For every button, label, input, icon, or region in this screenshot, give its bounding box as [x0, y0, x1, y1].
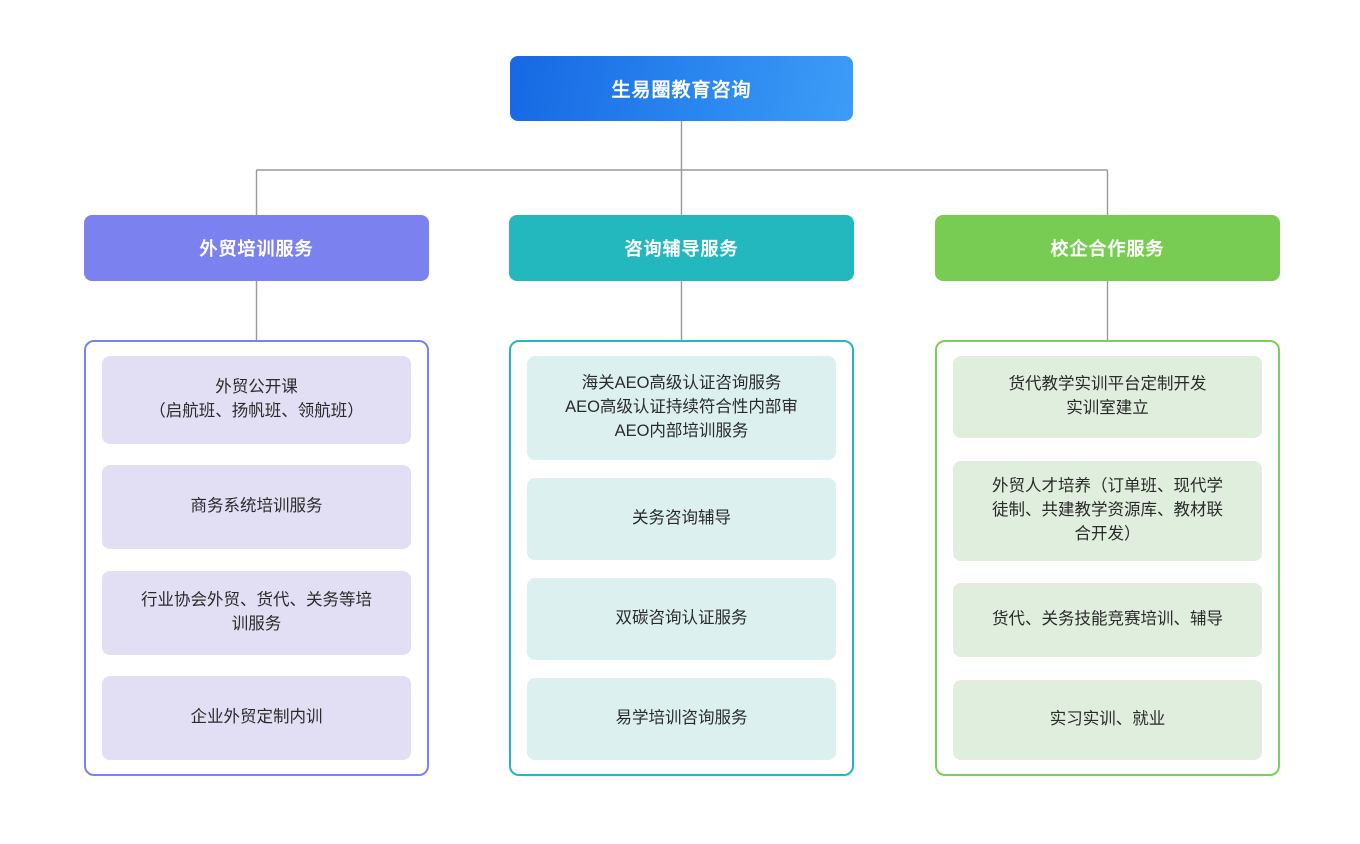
branch-header-label: 咨询辅导服务	[624, 239, 739, 259]
list-item[interactable]: 货代教学实训平台定制开发 实训室建立	[953, 356, 1262, 438]
list-item[interactable]: 关务咨询辅导	[527, 478, 836, 560]
branch-header-foreign-trade-training[interactable]: 外贸培训服务	[84, 215, 429, 281]
branch-header-label: 外贸培训服务	[199, 239, 314, 259]
root-node-label: 生易圈教育咨询	[611, 80, 752, 101]
list-item[interactable]: 外贸公开课 （启航班、扬帆班、领航班）	[102, 356, 411, 444]
branch-header-school-enterprise-cooperation[interactable]: 校企合作服务	[935, 215, 1280, 281]
branch-body-consulting-tutoring: 海关AEO高级认证咨询服务 AEO高级认证持续符合性内部审 AEO内部培训服务 …	[509, 340, 854, 776]
branch-body-foreign-trade-training: 外贸公开课 （启航班、扬帆班、领航班） 商务系统培训服务 行业协会外贸、货代、关…	[84, 340, 429, 776]
list-item[interactable]: 行业协会外贸、货代、关务等培 训服务	[102, 570, 411, 655]
list-item[interactable]: 货代、关务技能竞赛培训、辅导	[953, 583, 1262, 658]
branch-column-consulting-tutoring: 咨询辅导服务 海关AEO高级认证咨询服务 AEO高级认证持续符合性内部审 AEO…	[509, 215, 854, 776]
list-item[interactable]: 商务系统培训服务	[102, 465, 411, 550]
list-item[interactable]: 实习实训、就业	[953, 679, 1262, 760]
branch-header-label: 校企合作服务	[1050, 239, 1165, 259]
list-item[interactable]: 外贸人才培养（订单班、现代学 徒制、共建教学资源库、教材联 合开发）	[953, 460, 1262, 561]
list-item[interactable]: 双碳咨询认证服务	[527, 578, 836, 660]
branch-column-foreign-trade-training: 外贸培训服务 外贸公开课 （启航班、扬帆班、领航班） 商务系统培训服务 行业协会…	[84, 215, 429, 776]
branch-column-school-enterprise-cooperation: 校企合作服务 货代教学实训平台定制开发 实训室建立 外贸人才培养（订单班、现代学…	[935, 215, 1280, 776]
branch-header-consulting-tutoring[interactable]: 咨询辅导服务	[509, 215, 854, 281]
list-item[interactable]: 海关AEO高级认证咨询服务 AEO高级认证持续符合性内部审 AEO内部培训服务	[527, 356, 836, 460]
list-item[interactable]: 易学培训咨询服务	[527, 678, 836, 760]
list-item[interactable]: 企业外贸定制内训	[102, 675, 411, 760]
branch-body-school-enterprise-cooperation: 货代教学实训平台定制开发 实训室建立 外贸人才培养（订单班、现代学 徒制、共建教…	[935, 340, 1280, 776]
root-node[interactable]: 生易圈教育咨询	[510, 56, 853, 121]
